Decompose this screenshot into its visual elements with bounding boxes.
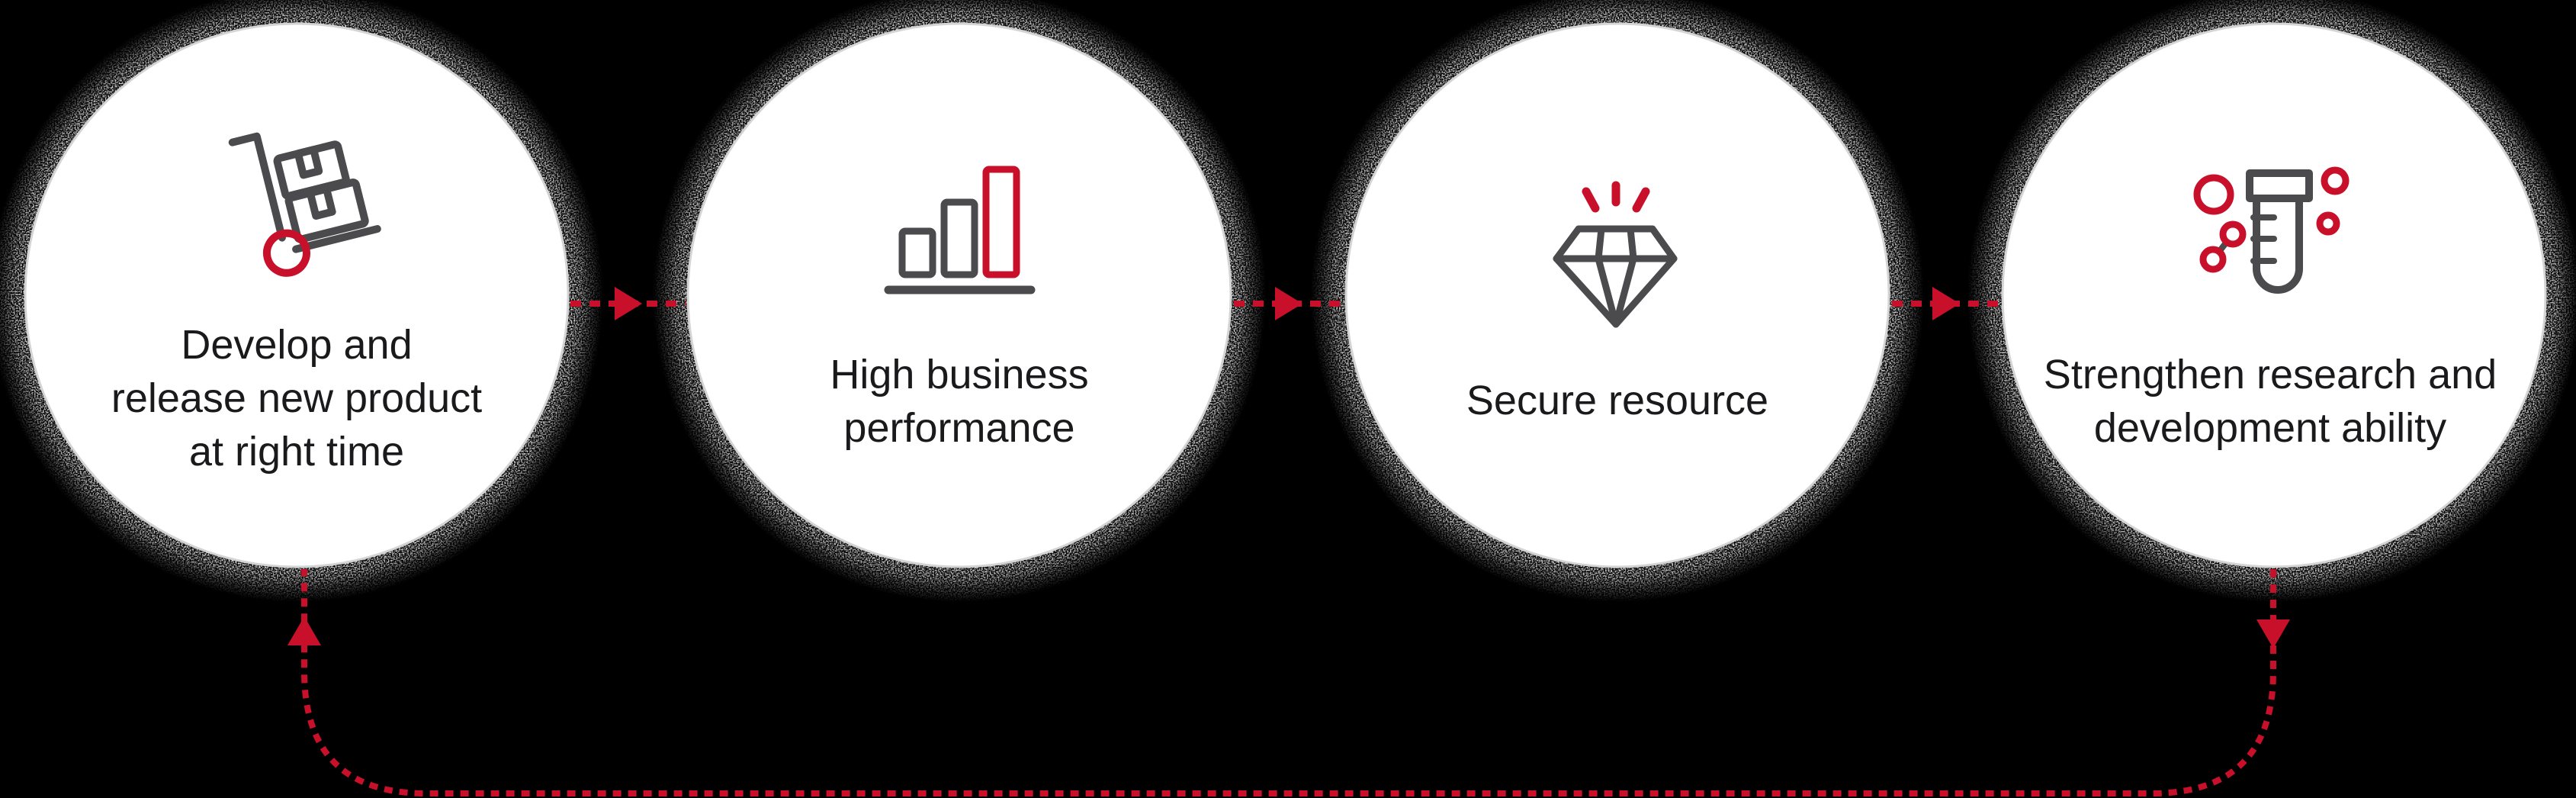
step-label-1: Develop and release new product at right… [14,318,579,478]
bubble-right-small [2316,211,2340,236]
hand-truck-icon [228,132,381,277]
step-label-line: release new product [111,375,483,421]
bubble-large [2193,174,2234,215]
test-tube-icon [2193,166,2350,294]
bubble-mid [2219,220,2247,248]
step-circle-2 [653,0,1266,602]
flow-arrow-2 [1234,287,1344,320]
shine-ray-left [1582,187,1600,213]
flow-arrow-3 [1892,287,2000,320]
step-label-line: Secure resource [1466,378,1769,423]
step-label-line: development ability [2093,405,2447,451]
step-circle-1 [0,0,603,602]
diamond-icon [1553,181,1678,328]
circle-face [1344,22,1890,568]
tube-rim [2246,169,2313,202]
step-label-3: Secure resource [1335,374,1900,427]
diamond-outline [1553,225,1678,328]
step-circle-3 [1311,0,1924,602]
arrowhead-right-icon [615,287,642,320]
shine-ray-right [1632,187,1650,213]
bar-small [898,227,936,278]
bar-chart-icon [884,166,1036,294]
diamond-facet-right [1612,225,1637,328]
step-label-line: Strengthen research and [2043,352,2497,397]
box-upper-tape [294,146,323,179]
truck-handle-rail [228,132,286,242]
truck-wheel [262,229,310,277]
step-label-4: Strengthen research and development abil… [1988,348,2552,455]
step-label-line: at right time [188,429,405,475]
step-label-line: performance [843,405,1075,451]
circle-face [686,22,1232,568]
diamond-facet-left [1595,225,1620,328]
step-label-2: High business performance [677,348,1241,455]
tube-body [2253,195,2303,294]
arrowhead-right-icon [1932,287,1960,320]
circle-face [2001,22,2547,568]
arrowhead-right-icon [1275,287,1302,320]
step-label-line: High business [830,352,1089,397]
bar-medium [940,198,978,278]
truck-base-plate [292,225,381,253]
step-circle-4 [1967,0,2576,602]
loop-dashed-path [301,569,2276,796]
circle-face [24,22,570,568]
bar-tall-red [982,166,1020,278]
bubble-low [2199,246,2227,273]
flow-arrow-1 [570,287,686,320]
bubble-top-right [2321,166,2350,195]
box-lower-tape [306,185,336,220]
step-label-line: Develop and [181,322,413,368]
arrowhead-down-icon [2256,619,2290,648]
feedback-loop-arrow [287,569,2290,796]
arrowhead-up-icon [287,616,321,645]
